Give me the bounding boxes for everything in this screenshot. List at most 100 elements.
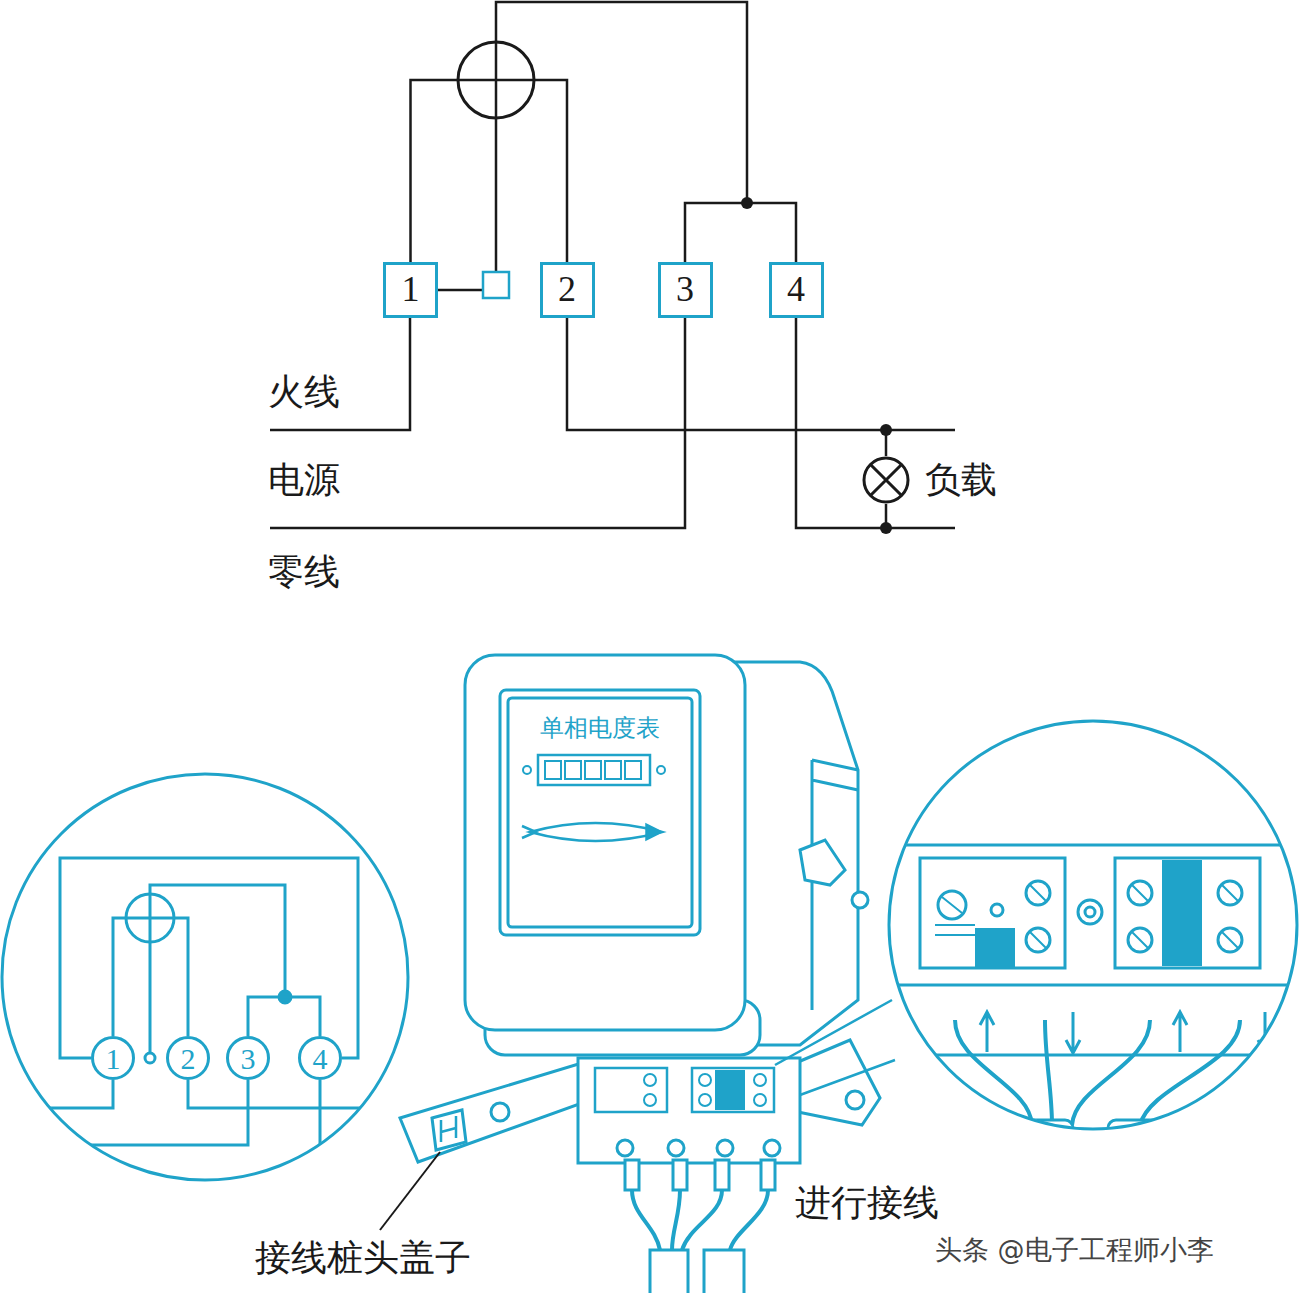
wire-end xyxy=(625,1160,639,1190)
terminal-bar xyxy=(715,1070,745,1110)
terminal-group xyxy=(692,1068,774,1112)
flow-arrow-down xyxy=(1066,1012,1080,1053)
counter-screw xyxy=(657,766,665,774)
inset-loop-wire xyxy=(60,858,358,1058)
counter-digit xyxy=(585,761,601,779)
meter-wire-ends xyxy=(625,1160,775,1190)
screw-slot xyxy=(942,885,1238,948)
terminal-number: 3 xyxy=(676,270,694,310)
inset-circle xyxy=(2,774,408,1180)
wire-end xyxy=(761,1160,775,1190)
counter-digit xyxy=(605,761,621,779)
counter-digit xyxy=(625,761,641,779)
meter-screw xyxy=(852,892,868,908)
terminal-screw xyxy=(644,1074,656,1086)
terminal-block xyxy=(578,1058,800,1163)
wire-connector xyxy=(411,80,568,262)
lamp-cross xyxy=(870,464,901,495)
wire xyxy=(1045,1020,1052,1125)
mounting-strip xyxy=(400,1062,585,1162)
inset-wire xyxy=(0,1080,113,1108)
wire-connector xyxy=(113,918,188,1036)
voltage-link-terminal xyxy=(483,272,509,298)
inset-circle xyxy=(889,721,1297,1129)
voltage-coil-wire xyxy=(150,885,285,1053)
link-wire xyxy=(438,289,483,292)
wire xyxy=(1072,1020,1150,1125)
schematic-wires xyxy=(270,2,955,528)
voltage-coil-wire xyxy=(496,2,747,272)
wire-end xyxy=(673,1160,687,1190)
load-wire xyxy=(886,429,955,432)
part-label: 接线桩头盖子 xyxy=(255,1238,471,1278)
terminal-screw xyxy=(699,1094,711,1106)
meter-front xyxy=(465,655,745,1030)
counter-digit xyxy=(565,761,581,779)
wire-end xyxy=(715,1160,729,1190)
wiring-inset xyxy=(0,858,420,1145)
terminal-circle: 2 xyxy=(166,1036,210,1080)
terminal-number: 1 xyxy=(106,1042,121,1075)
wire-hole xyxy=(617,1140,633,1156)
meter-counter xyxy=(538,755,650,785)
inset-wires xyxy=(955,1020,1240,1125)
load-label: 负载 xyxy=(925,460,997,500)
wire-connector xyxy=(248,997,320,1036)
cable xyxy=(704,1250,744,1293)
counter-digit xyxy=(545,761,561,779)
terminal-box: 3 xyxy=(658,262,713,318)
terminal-inset xyxy=(880,845,1300,1190)
wire-hole xyxy=(668,1140,684,1156)
inset-wire xyxy=(320,1080,420,1145)
terminal-group xyxy=(920,858,1065,968)
wire-hole xyxy=(764,1140,780,1156)
meter-face-label: 单相电度表 xyxy=(540,715,660,741)
wire-name: 电源 xyxy=(268,460,340,500)
terminal-number: 2 xyxy=(558,270,576,310)
wire xyxy=(632,1190,660,1250)
meter-disc xyxy=(530,823,662,841)
terminal-group xyxy=(595,1068,667,1112)
cable xyxy=(1015,1120,1073,1190)
terminal-circle: 4 xyxy=(298,1036,342,1080)
wire-connector xyxy=(685,203,796,262)
meter-window xyxy=(500,690,700,935)
terminal-screw xyxy=(644,1094,656,1106)
caption-note: 进行接线 xyxy=(795,1183,939,1223)
terminal-number: 1 xyxy=(402,270,420,310)
terminal-bar xyxy=(975,928,1015,968)
terminal-box: 4 xyxy=(769,262,824,318)
counter-screw xyxy=(523,766,531,774)
terminal-base xyxy=(880,1054,1300,1057)
terminal-circle: 3 xyxy=(226,1036,270,1080)
center-screw xyxy=(1085,907,1095,917)
cable xyxy=(1108,1120,1166,1190)
meter-window-inner xyxy=(508,698,692,927)
load-lamp: 负载 xyxy=(862,456,1001,504)
wire-name: 火线 xyxy=(268,372,340,412)
link-screw xyxy=(991,904,1003,916)
mounting-hole xyxy=(846,1091,864,1109)
terminal-number: 4 xyxy=(313,1042,328,1075)
meter-illustration xyxy=(400,655,895,1163)
rotation-arrow xyxy=(646,824,662,840)
rotation-arrow-tail xyxy=(522,826,536,838)
wire xyxy=(682,1190,722,1250)
terminal-link xyxy=(935,925,975,935)
load-wire xyxy=(886,527,955,530)
mounting-ear xyxy=(798,1040,880,1125)
mounting-hole xyxy=(491,1103,509,1121)
terminal-group xyxy=(1115,858,1260,968)
center-screw xyxy=(1078,900,1102,924)
lamp-circle xyxy=(864,458,908,502)
terminal-cover-icon xyxy=(432,1110,466,1150)
terminal-screw xyxy=(699,1074,711,1086)
meter-latch xyxy=(800,840,845,885)
terminal-screws xyxy=(935,881,1242,952)
watermark: 头条 @电子工程师小李 xyxy=(935,1235,1214,1265)
terminal-number: 3 xyxy=(241,1042,256,1075)
terminal-number: 2 xyxy=(181,1042,196,1075)
terminal-screw xyxy=(754,1094,766,1106)
